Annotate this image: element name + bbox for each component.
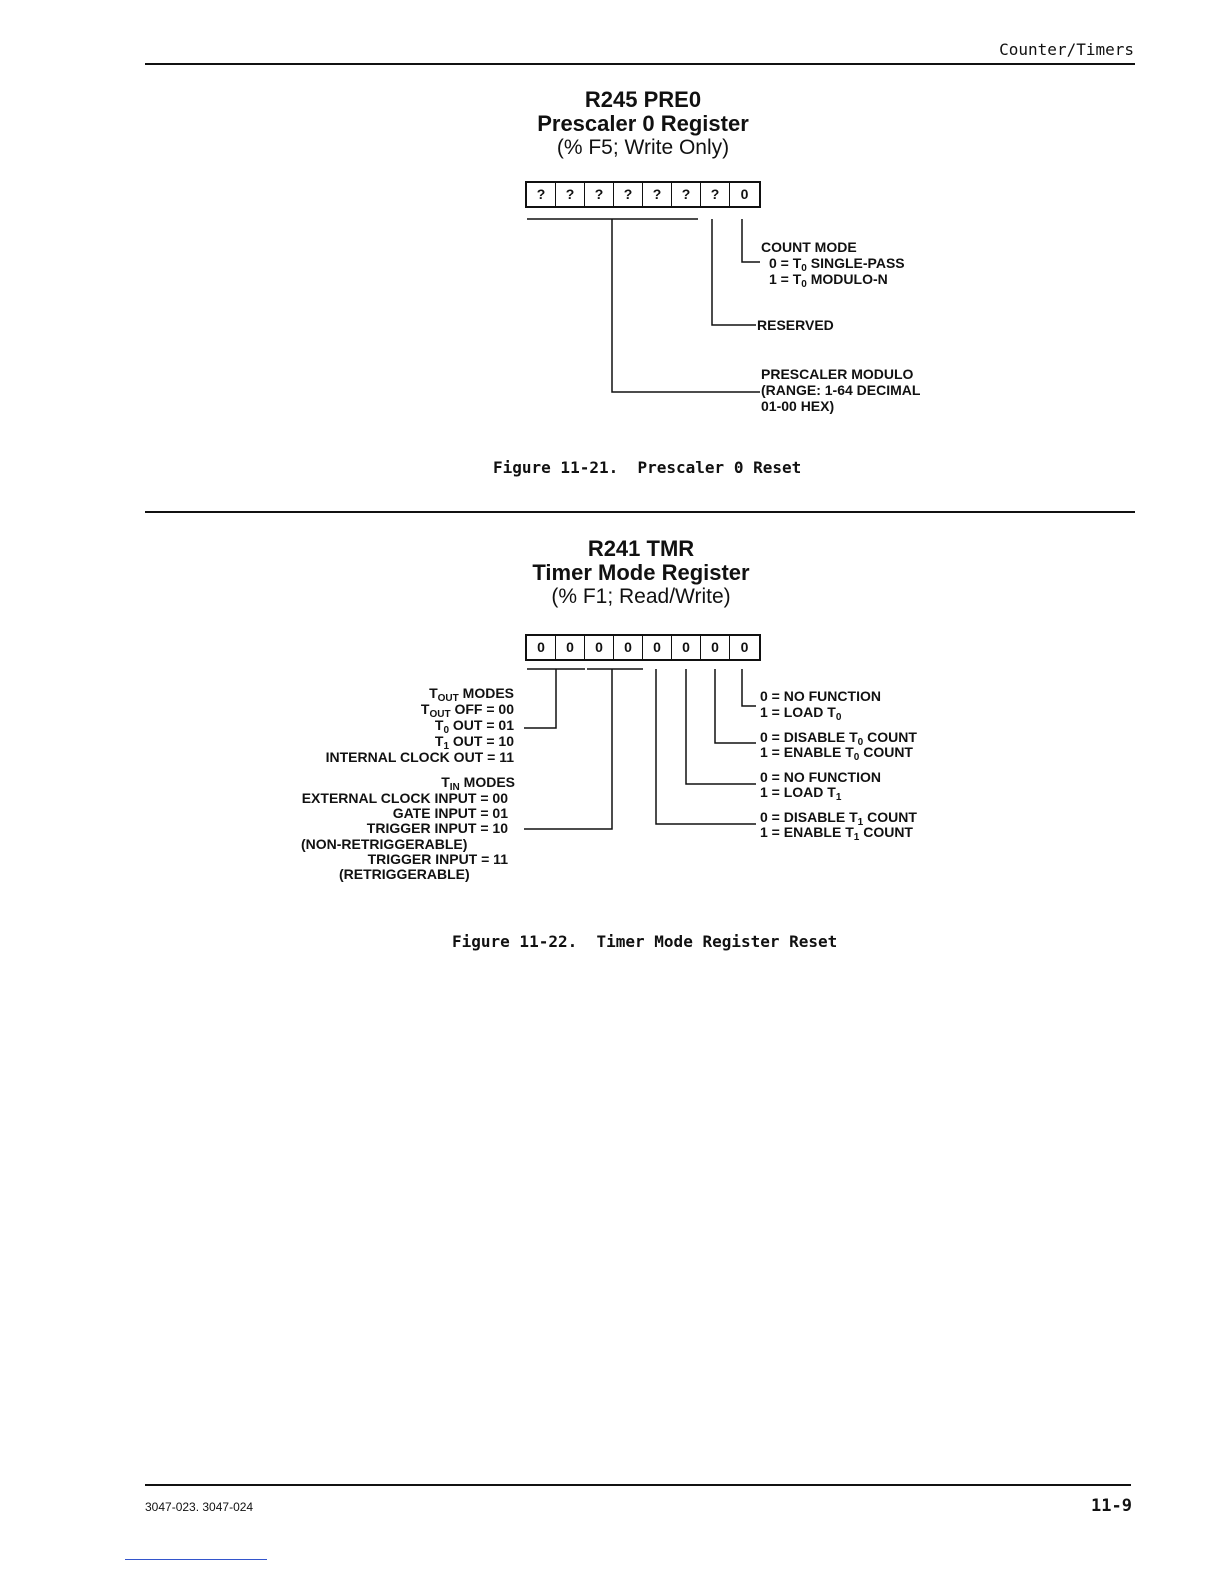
fig2-bit0-opt0: 0 = NO FUNCTION xyxy=(760,688,881,704)
fig2-tin-l2: GATE INPUT = 01 xyxy=(392,805,508,821)
fig2-bit3-opt1: 1 = ENABLE T1 COUNT xyxy=(760,824,913,843)
fig1-bit-0: 0 xyxy=(740,186,749,202)
fig1-prescaler-line3: 01-00 HEX) xyxy=(761,398,835,414)
fig1-count-mode-opt1: 1 = T0 MODULO-N xyxy=(769,271,888,290)
middle-rule xyxy=(145,511,1135,513)
fig1-prescaler-line1: PRESCALER MODULO xyxy=(761,366,914,382)
fig1-bit-7: ? xyxy=(527,183,556,206)
fig2-bit-6: 0 xyxy=(556,636,585,659)
fig2-bit1-opt1: 1 = ENABLE T0 COUNT xyxy=(760,744,913,763)
fig1-register-title: Prescaler 0 Register xyxy=(537,111,749,136)
fig2-bit0-opt1: 1 = LOAD T0 xyxy=(760,704,842,723)
fig2-tin-l1: EXTERNAL CLOCK INPUT = 00 xyxy=(301,790,508,806)
fig2-bit2-opt0: 0 = NO FUNCTION xyxy=(760,769,881,785)
footer-link-underline xyxy=(125,1559,267,1560)
fig2-register-name: R241 TMR xyxy=(587,536,695,561)
fig2-register-access: (% F1; Read/Write) xyxy=(551,585,731,608)
fig1-caption: Figure 11-21. Prescaler 0 Reset xyxy=(493,458,802,477)
fig1-reserved-label: RESERVED xyxy=(757,317,834,333)
page-number: 11-9 xyxy=(1091,1496,1132,1516)
fig1-count-mode-title: COUNT MODE xyxy=(761,239,857,255)
fig2-tout-l3: T1 OUT = 10 xyxy=(434,733,514,752)
fig1-bit-1: ? xyxy=(701,183,730,206)
fig1-prescaler-line2: (RANGE: 1-64 DECIMAL xyxy=(761,382,921,398)
fig2-tout-title: TOUT MODES xyxy=(429,685,514,704)
fig2-register-title: Timer Mode Register xyxy=(532,560,750,585)
top-rule xyxy=(145,63,1135,65)
fig2-bit-2: 0 xyxy=(672,636,701,659)
fig2-bit2-opt1: 1 = LOAD T1 xyxy=(760,784,842,803)
doc-numbers: 3047-023. 3047-024 xyxy=(145,1500,254,1514)
fig2-caption: Figure 11-22. Timer Mode Register Reset xyxy=(452,932,838,951)
section-header: Counter/Timers xyxy=(999,40,1134,59)
fig1-bit-6: ? xyxy=(556,183,585,206)
fig2-bit-7: 0 xyxy=(527,636,556,659)
fig2-bit-4: 0 xyxy=(614,636,643,659)
fig2-tout-l2: T0 OUT = 01 xyxy=(434,717,514,736)
fig1-register-access: (% F5; Write Only) xyxy=(556,136,730,159)
fig1-register-bits: ? ? ? ? ? ? ? 0 xyxy=(525,181,761,208)
fig2-tin-l6: (RETRIGGERABLE) xyxy=(339,866,470,882)
fig2-bit-5: 0 xyxy=(585,636,614,659)
fig2-register-bits: 0 0 0 0 0 0 0 0 xyxy=(525,634,761,661)
fig2-tout-l1: TOUT OFF = 00 xyxy=(420,701,514,720)
fig2-bit-0: 0 xyxy=(740,639,749,655)
fig2-bit-1: 0 xyxy=(701,636,730,659)
fig2-tout-l4: INTERNAL CLOCK OUT = 11 xyxy=(325,749,514,765)
fig1-count-mode-opt0: 0 = T0 SINGLE-PASS xyxy=(769,255,905,274)
fig1-bit-2: ? xyxy=(672,183,701,206)
fig2-tin-l3: TRIGGER INPUT = 10 xyxy=(366,820,508,836)
fig2-tin-l5: TRIGGER INPUT = 11 xyxy=(367,851,508,867)
fig2-tin-title: TIN MODES xyxy=(441,774,515,793)
fig2-bit1-opt0: 0 = DISABLE T0 COUNT xyxy=(760,729,917,748)
fig2-tin-l4: (NON-RETRIGGERABLE) xyxy=(301,836,468,852)
fig1-register-name: R245 PRE0 xyxy=(584,87,702,112)
fig2-bit-3: 0 xyxy=(643,636,672,659)
fig1-bit-5: ? xyxy=(585,183,614,206)
bottom-rule xyxy=(145,1484,1131,1486)
fig2-bit3-opt0: 0 = DISABLE T1 COUNT xyxy=(760,809,917,828)
fig1-bit-3: ? xyxy=(643,183,672,206)
fig1-bit-4: ? xyxy=(614,183,643,206)
